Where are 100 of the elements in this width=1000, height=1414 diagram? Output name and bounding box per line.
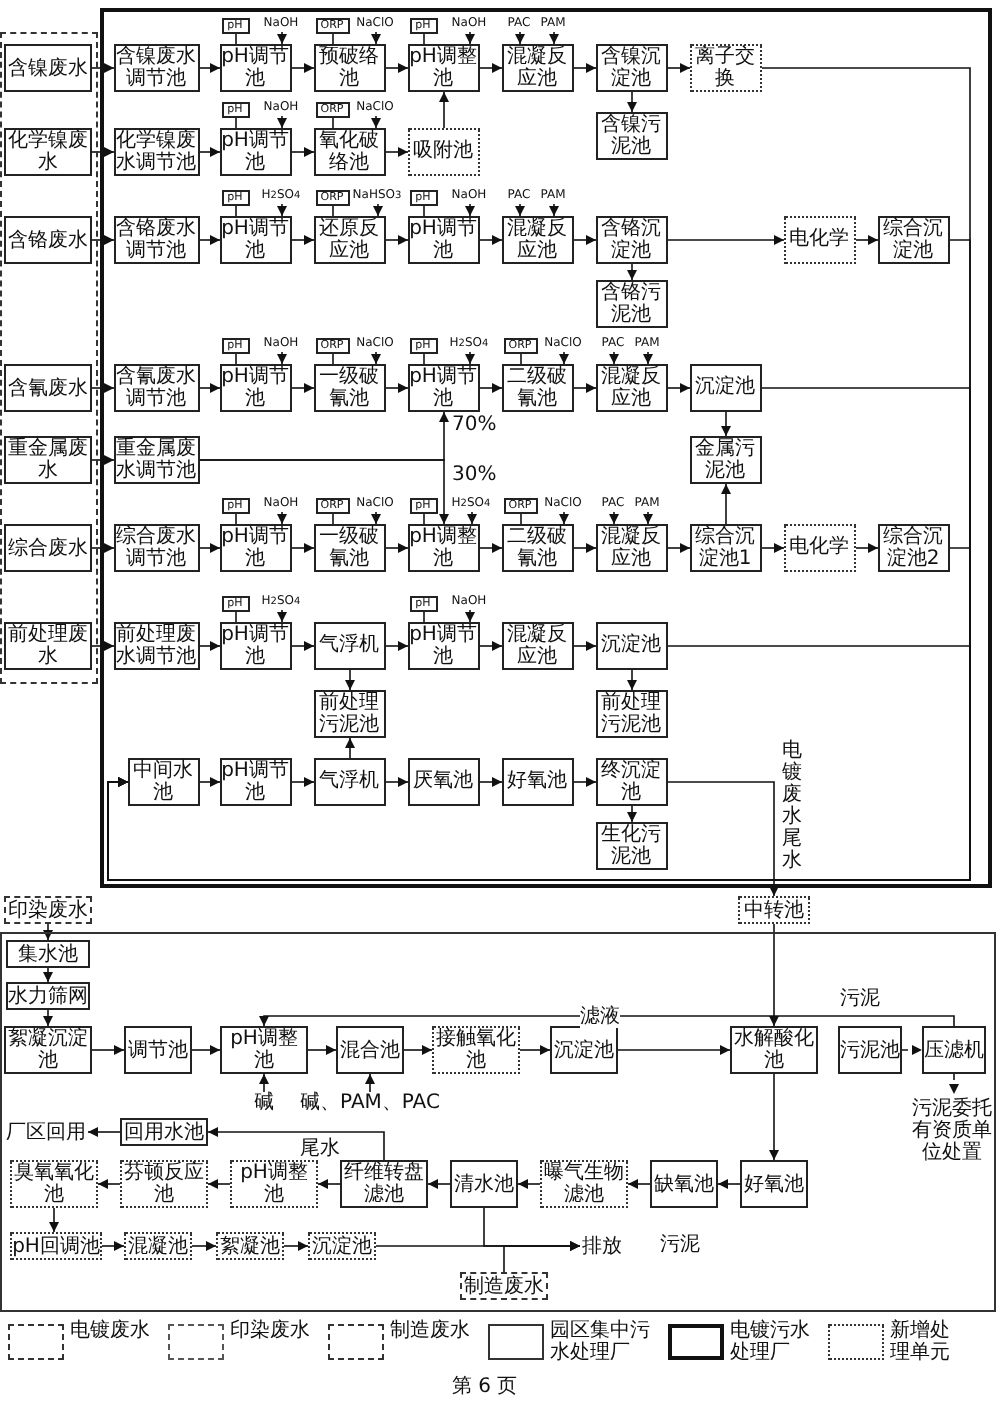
process-box: pH调节池: [219, 523, 291, 571]
process-box: 综合沉淀池: [877, 215, 949, 263]
process-box: 混凝反应池: [501, 43, 573, 91]
arrow: [373, 203, 383, 217]
arrow: [769, 923, 779, 1027]
process-box: 含镍污泥池: [595, 111, 667, 159]
source-box: 制造废水: [460, 1272, 548, 1300]
arrow: [385, 147, 409, 157]
arrow: [365, 1073, 375, 1093]
arrow: [371, 351, 381, 365]
arrow: [199, 63, 221, 73]
process-box: 混凝反应池: [501, 621, 573, 669]
arrow: [467, 511, 477, 525]
arrow: [291, 63, 315, 73]
arrow: [517, 1179, 541, 1189]
process-box: 中间水池: [127, 757, 199, 805]
process-box: pH调节池: [407, 363, 479, 411]
arrow: [371, 511, 381, 525]
arrow: [627, 263, 637, 281]
arrow: [643, 511, 653, 525]
process-box: 金属污泥池: [689, 435, 761, 483]
arrow: [199, 459, 449, 525]
process-box: 回用水池: [120, 1118, 208, 1146]
process-box: 二级破氰池: [501, 523, 573, 571]
arrow: [515, 203, 525, 217]
arrow: [91, 641, 115, 651]
arrow: [403, 1045, 433, 1055]
process-box: 重金属废水调节池: [113, 435, 199, 483]
connector-line: [235, 611, 237, 623]
arrow: [465, 609, 475, 623]
arrow: [627, 1179, 651, 1189]
process-box: 气浮机: [313, 757, 385, 805]
arrow: [559, 511, 569, 525]
arrow: [277, 511, 287, 525]
process-box: pH调节池: [219, 215, 291, 263]
arrow: [191, 1241, 217, 1251]
process-box: 预破络池: [313, 43, 385, 91]
process-box: 二级破氰池: [501, 363, 573, 411]
process-box: 混凝反应池: [595, 363, 667, 411]
connector-line: [423, 205, 425, 217]
arrow: [549, 203, 559, 217]
process-box: 含氰废水调节池: [113, 363, 199, 411]
process-box: pH调节池: [219, 621, 291, 669]
process-box: 污泥池: [838, 1026, 902, 1074]
arrow: [277, 31, 287, 45]
connector-line: [423, 611, 425, 623]
arrow: [87, 1127, 121, 1137]
arrow: [49, 1207, 59, 1233]
arrow: [91, 455, 115, 465]
arrow: [91, 383, 115, 393]
process-box: 好氧池: [740, 1160, 808, 1208]
process-box: 综合沉淀池2: [877, 523, 949, 571]
arrow: [277, 351, 287, 365]
process-box: 水解酸化池: [730, 1026, 818, 1074]
arrow: [91, 147, 115, 157]
arrow: [549, 31, 559, 45]
arrow: [385, 63, 409, 73]
arrow: [101, 1241, 125, 1251]
legend-text: 园区集中污水处理厂: [550, 1320, 652, 1364]
arrow: [91, 63, 115, 73]
text-label: 排放: [580, 1232, 624, 1260]
arrow: [465, 351, 475, 365]
arrow: [91, 235, 115, 245]
process-box: 清水池: [450, 1160, 518, 1208]
arrow: [277, 115, 287, 129]
connector-line: [332, 33, 334, 45]
connector-line: [332, 353, 334, 365]
arrow: [573, 63, 597, 73]
connector-line: [235, 117, 237, 129]
process-box: 氧化破络池: [313, 127, 385, 175]
connector-line: [235, 513, 237, 525]
vertical-label: 电镀废水尾水: [782, 740, 802, 872]
connector-line: [423, 513, 425, 525]
edge-label: 30%: [452, 464, 497, 486]
arrow: [643, 351, 653, 365]
new-unit-box: 离子交换: [689, 43, 761, 91]
process-box: 终沉淀池: [595, 757, 667, 805]
connector-line: [423, 353, 425, 365]
text-label: 厂区回用: [4, 1118, 88, 1146]
process-box: 厌氧池: [407, 757, 479, 805]
process-box: 沉淀池: [689, 363, 761, 411]
source-group-frame: [0, 32, 98, 684]
process-box: 含铬废水: [4, 216, 92, 264]
process-box: pH调节池: [219, 363, 291, 411]
process-box: 综合沉淀池1: [689, 523, 761, 571]
arrow: [717, 1179, 741, 1189]
legend-text: 电镀污水处理厂: [730, 1320, 812, 1364]
arrow: [627, 805, 637, 823]
arrow: [385, 777, 409, 787]
arrow: [479, 63, 503, 73]
arrow: [573, 383, 597, 393]
page-number: 第 6 页: [452, 1376, 518, 1398]
process-box: 前处理废水调节池: [113, 621, 199, 669]
arrow: [91, 543, 115, 553]
legend-text: 电镀废水: [70, 1320, 152, 1342]
connector-line: [235, 33, 237, 45]
plant-frame: [0, 932, 996, 1312]
arrow: [291, 383, 315, 393]
arrow: [901, 1045, 923, 1055]
new-unit-box: 曝气生物滤池: [540, 1160, 628, 1208]
